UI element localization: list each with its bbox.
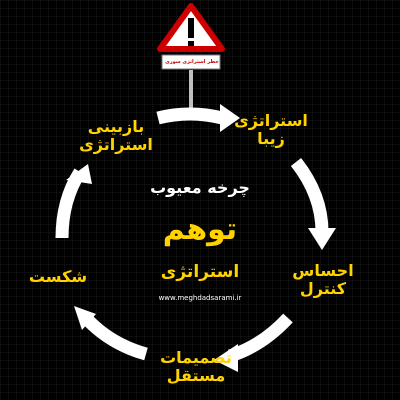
diagram-main-text: توهم — [162, 212, 238, 247]
arrow-right — [290, 157, 329, 233]
arrowheads — [66, 104, 336, 372]
label-strategy-review: بازبینی استراتژی — [79, 117, 153, 155]
arrow-bottom-left — [81, 313, 148, 361]
warning-sign-label: خطر استراتژی سوری — [165, 59, 219, 65]
diagram-subtitle: استراتژی — [160, 262, 240, 282]
diagram-title: چرخه معیوب — [150, 178, 250, 197]
arrowhead-bottom-right — [214, 344, 238, 372]
label-sense-of-control: احساس کنترل — [292, 261, 354, 299]
arrow-top — [156, 107, 224, 125]
arrowhead-right — [308, 228, 336, 250]
label-failure: شکست — [28, 267, 88, 286]
arrowhead-bottom-left — [74, 306, 96, 330]
arrowhead-top — [220, 104, 240, 132]
label-independent-decisions: تصمیمات مستقل — [160, 348, 232, 386]
website-url: www.meghdadsarami.ir — [158, 294, 242, 302]
warning-sign-icon — [157, 3, 225, 118]
label-beautiful-strategy: استراتژی زیبا — [234, 111, 308, 149]
arrowhead-left — [66, 164, 92, 184]
